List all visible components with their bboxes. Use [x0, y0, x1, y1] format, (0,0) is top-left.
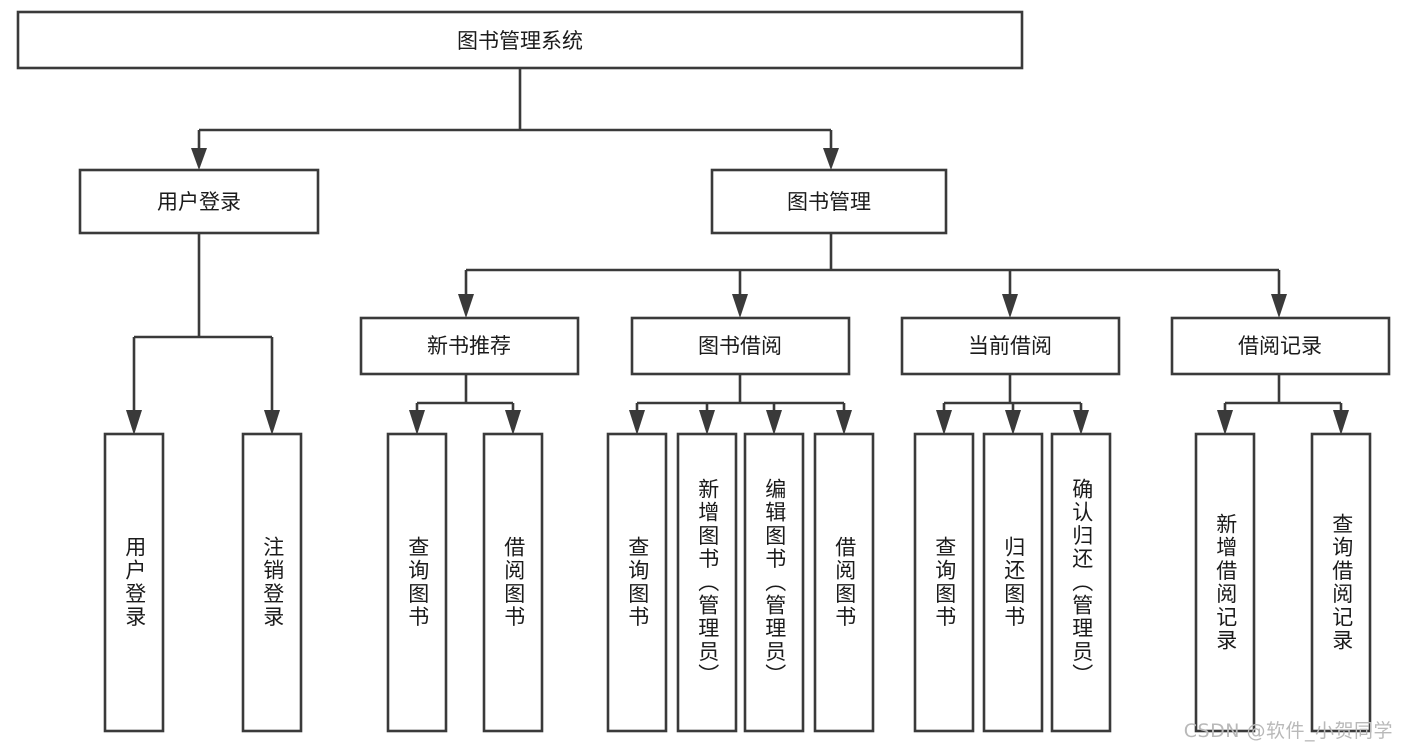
leaf-box-book-borrow-4[interactable] — [813, 432, 875, 733]
leaf-box-new-book-1[interactable] — [386, 432, 448, 733]
node-book-borrow-box[interactable] — [630, 316, 851, 376]
connector-group-book-mgmt — [458, 233, 1287, 318]
leaf-boxes-book-borrow — [606, 432, 875, 733]
arrow-book-mgmt-current-borrow — [1002, 294, 1018, 318]
node-book-mgmt-label: 图书管理 — [787, 190, 871, 214]
connector-group-borrow-record — [1217, 374, 1349, 435]
arrow-current-borrow-leaf-1 — [936, 410, 952, 435]
arrow-root-to-book-mgmt — [823, 148, 839, 170]
leaf-boxes-new-book — [386, 432, 544, 733]
node-new-book-label: 新书推荐 — [427, 334, 511, 358]
arrow-book-mgmt-borrow-record — [1271, 294, 1287, 318]
connector-group-user-login — [126, 233, 280, 435]
arrow-root-to-user-login — [191, 148, 207, 170]
node-book-mgmt-box[interactable] — [710, 168, 948, 235]
leaf-box-book-borrow-1[interactable] — [606, 432, 668, 733]
leaf-box-borrow-record-1[interactable] — [1194, 432, 1256, 733]
leaf-box-current-borrow-1[interactable] — [913, 432, 975, 733]
arrow-current-borrow-leaf-3 — [1073, 410, 1089, 435]
arrow-book-mgmt-new-book — [458, 294, 474, 318]
arrow-book-borrow-leaf-4 — [836, 410, 852, 435]
leaf-box-new-book-2[interactable] — [482, 432, 544, 733]
csdn-watermark: CSDN @软件_小贺同学 — [1183, 720, 1393, 742]
node-user-login-box[interactable] — [78, 168, 320, 235]
arrow-book-borrow-leaf-1 — [629, 410, 645, 435]
node-borrow-record-label: 借阅记录 — [1238, 334, 1322, 358]
arrow-new-book-leaf-1 — [409, 410, 425, 435]
node-current-borrow-box[interactable] — [900, 316, 1121, 376]
leaf-boxes-current-borrow — [913, 432, 1112, 733]
arrow-book-borrow-leaf-2 — [699, 410, 715, 435]
arrow-borrow-record-leaf-1 — [1217, 410, 1233, 435]
node-book-borrow-label: 图书借阅 — [698, 334, 782, 358]
leaf-boxes-user-login — [103, 432, 303, 733]
leaf-box-book-borrow-3[interactable] — [743, 432, 805, 733]
node-user-login-label: 用户登录 — [157, 190, 241, 214]
node-root-box[interactable] — [16, 10, 1024, 70]
arrow-user-login-leaf-1 — [126, 410, 142, 435]
node-current-borrow-label: 当前借阅 — [968, 334, 1052, 358]
connector-group-current-borrow — [936, 374, 1089, 435]
leaf-box-current-borrow-3[interactable] — [1050, 432, 1112, 733]
connector-group-book-borrow — [629, 374, 852, 435]
leaf-box-borrow-record-2[interactable] — [1310, 432, 1372, 733]
connector-group-new-book — [409, 374, 521, 435]
arrow-new-book-leaf-2 — [505, 410, 521, 435]
arrow-borrow-record-leaf-2 — [1333, 410, 1349, 435]
leaf-boxes-borrow-record — [1194, 432, 1372, 733]
leaf-box-user-login-1[interactable] — [103, 432, 165, 733]
leaf-box-current-borrow-2[interactable] — [982, 432, 1044, 733]
arrow-book-borrow-leaf-3 — [766, 410, 782, 435]
arrow-current-borrow-leaf-2 — [1005, 410, 1021, 435]
leaf-box-book-borrow-2[interactable] — [676, 432, 738, 733]
node-root-label: 图书管理系统 — [457, 29, 583, 53]
arrow-user-login-leaf-2 — [264, 410, 280, 435]
connector-group-root — [191, 68, 839, 170]
node-new-book-box[interactable] — [359, 316, 580, 376]
node-borrow-record-box[interactable] — [1170, 316, 1391, 376]
leaf-box-user-login-2[interactable] — [241, 432, 303, 733]
arrow-book-mgmt-book-borrow — [732, 294, 748, 318]
